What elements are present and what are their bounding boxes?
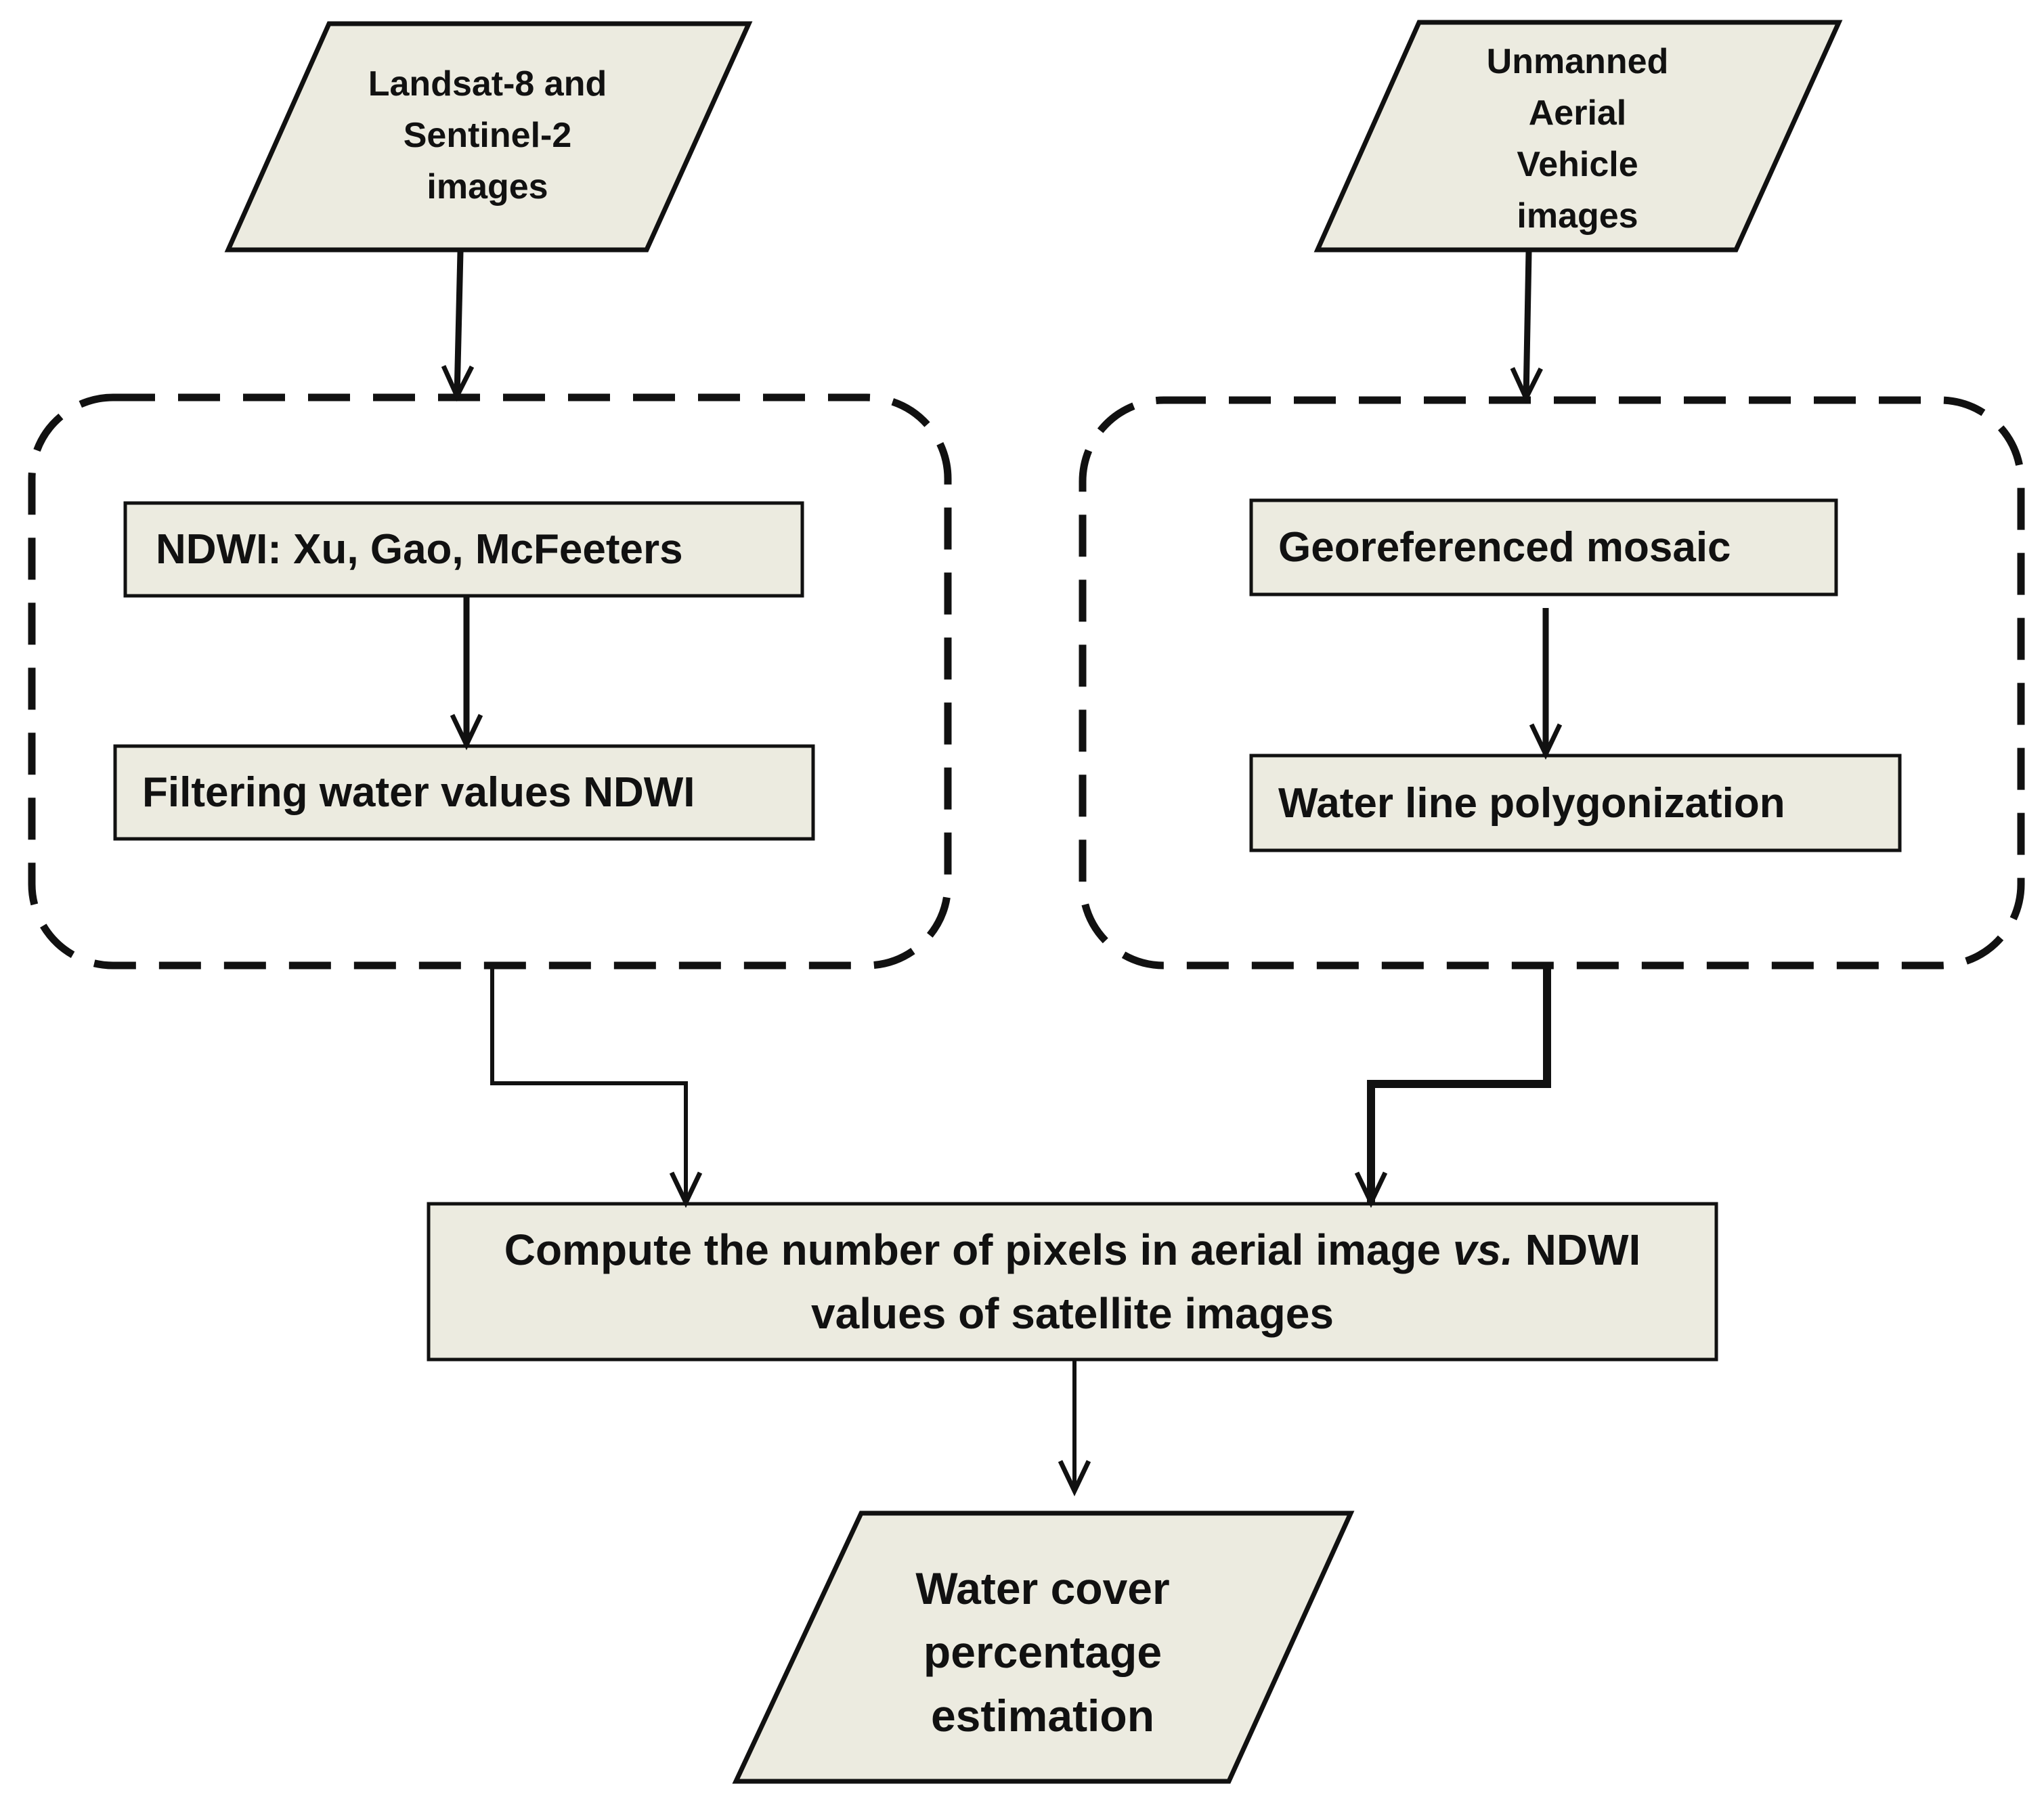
filter-box-label: Filtering water values NDWI — [142, 769, 695, 816]
compute-line-1: Compute the number of pixels in aerial i… — [504, 1218, 1641, 1282]
compute-line-1-start: Compute the number of pixels in aerial i… — [504, 1225, 1453, 1274]
compute-line-1-vs: vs. — [1452, 1225, 1513, 1274]
satellite-images-label: Landsat-8 and Sentinel-2 images — [325, 47, 650, 223]
arrow-uav-group-to-compute — [1354, 968, 1551, 1209]
output-line-3: estimation — [930, 1691, 1155, 1741]
uav-line-2: Aerial — [1528, 93, 1627, 133]
satellite-line-2: Sentinel-2 — [403, 116, 572, 155]
output-line-1: Water cover — [915, 1563, 1170, 1613]
output-line-2: percentage — [923, 1627, 1162, 1677]
uav-images-label: Unmanned Aerial Vehicle images — [1422, 34, 1733, 244]
water-cover-output — [732, 1510, 1355, 1784]
uav-line-4: images — [1517, 196, 1638, 236]
water-cover-label: Water cover percentage estimation — [853, 1550, 1232, 1754]
uav-line-3: Vehicle — [1517, 145, 1638, 184]
ndwi-box-label: NDWI: Xu, Gao, McFeeters — [156, 526, 683, 573]
compute-box — [427, 1202, 1718, 1362]
arrow-satellite-group-to-compute — [490, 968, 703, 1209]
compute-line-2: values of satellite images — [811, 1289, 1334, 1338]
ndwi-box — [123, 501, 804, 598]
polygon-box-label: Water line polygonization — [1278, 779, 1785, 827]
compute-line-1-end: NDWI — [1513, 1225, 1641, 1274]
satellite-images-input — [224, 21, 753, 253]
uav-line-1: Unmanned — [1486, 42, 1669, 81]
arrow-satellite-to-group — [441, 251, 475, 402]
mosaic-box-label: Georeferenced mosaic — [1278, 524, 1731, 571]
arrow-uav-to-group — [1510, 251, 1543, 404]
compute-box-label: Compute the number of pixels in aerial i… — [433, 1204, 1712, 1360]
uav-images-input — [1313, 20, 1843, 253]
satellite-processing-group — [28, 393, 952, 970]
satellite-line-1: Landsat-8 and — [368, 64, 607, 104]
uav-processing-group — [1079, 396, 2025, 970]
polygon-box — [1249, 754, 1902, 852]
mosaic-box — [1249, 498, 1838, 596]
satellite-line-3: images — [427, 167, 548, 206]
